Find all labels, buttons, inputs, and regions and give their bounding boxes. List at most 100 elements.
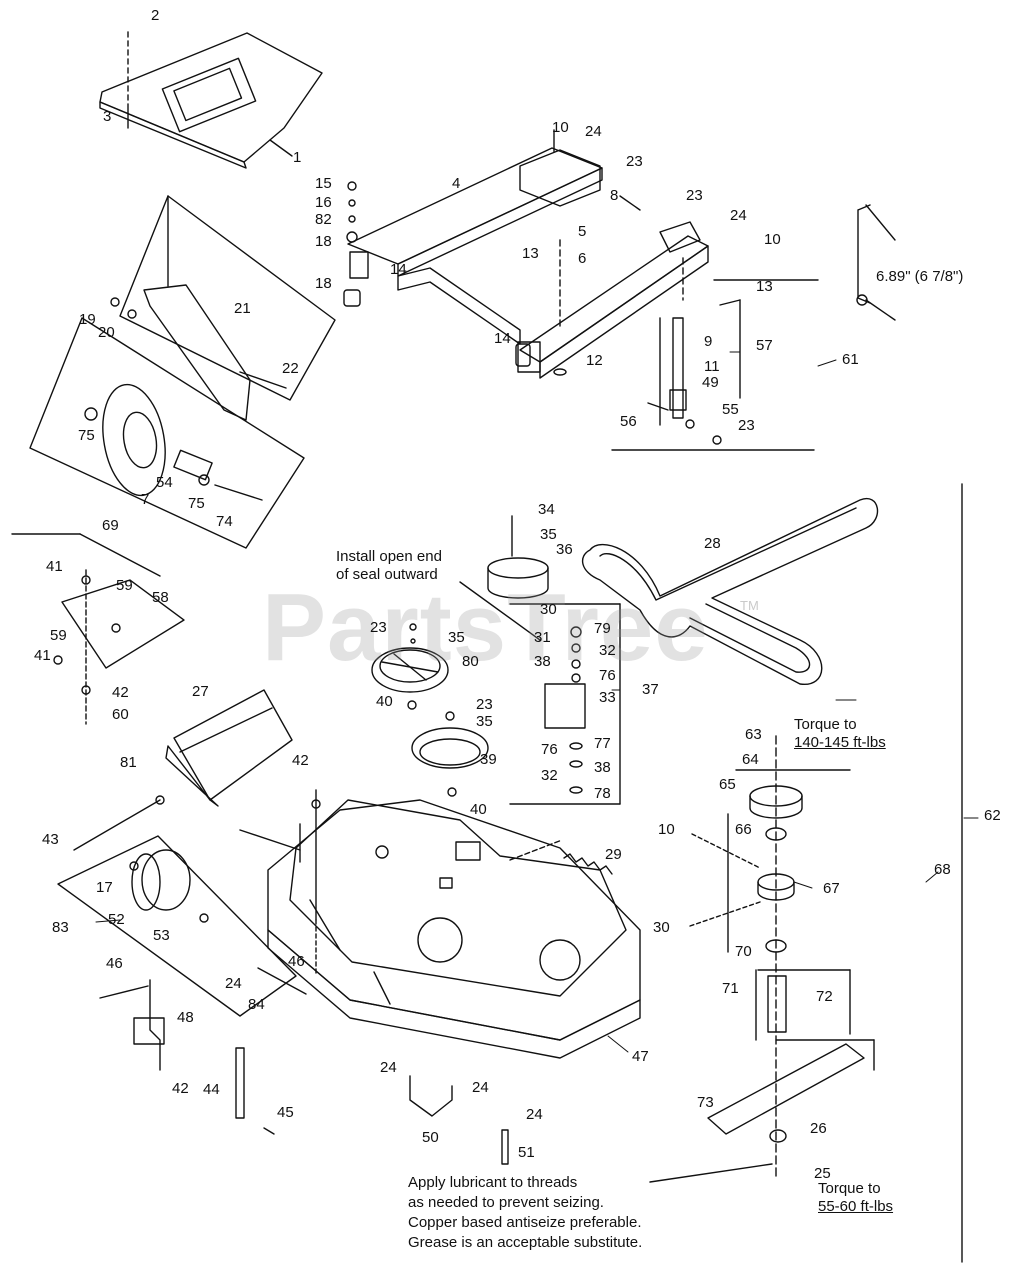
callout-label: 62 — [984, 807, 1001, 824]
callout-label: 15 — [315, 175, 332, 192]
callout-label: 24 — [585, 123, 602, 140]
gauge-dimension-part — [856, 204, 896, 321]
callout-label: 21 — [234, 300, 251, 317]
callout-label: 3 — [103, 108, 112, 125]
callout-label: 56 — [620, 413, 637, 430]
callout-label: 26 — [810, 1120, 827, 1137]
callout-label: 75 — [188, 495, 205, 512]
callout-label: 52 — [108, 911, 125, 928]
callout-label: 71 — [722, 980, 739, 997]
callout-label: 25 — [814, 1165, 831, 1182]
callout-label: 24 — [380, 1059, 397, 1076]
callout-label: 34 — [538, 501, 555, 518]
callout-label: 35 — [476, 713, 493, 730]
callout-label: 69 — [102, 517, 119, 534]
callout-label: 42 — [292, 752, 309, 769]
pivot-hardware — [343, 181, 567, 376]
callout-label: 48 — [177, 1009, 194, 1026]
callout-label: 73 — [697, 1094, 714, 1111]
callout-label: 53 — [153, 927, 170, 944]
callout-label: 68 — [934, 861, 951, 878]
callout-label: 57 — [756, 337, 773, 354]
callout-label: 35 — [448, 629, 465, 646]
gauge-wheel-assembly — [57, 795, 297, 1017]
leader-lines — [95, 351, 979, 1053]
callout-label: 30 — [653, 919, 670, 936]
callout-label: 84 — [248, 996, 265, 1013]
callout-label: 23 — [476, 696, 493, 713]
callout-label: 40 — [376, 693, 393, 710]
callout-label: 46 — [288, 953, 305, 970]
callout-label: 1 — [293, 149, 302, 166]
callout-label: 32 — [599, 642, 616, 659]
callout-label: 60 — [112, 706, 129, 723]
torque-note-line: Torque to — [818, 1180, 881, 1197]
callout-label: 24 — [526, 1106, 543, 1123]
callout-label: 36 — [556, 541, 573, 558]
callout-label: 35 — [540, 526, 557, 543]
callout-label: 19 — [79, 311, 96, 328]
misc-brackets — [99, 789, 509, 1165]
watermark-trademark: TM — [740, 598, 759, 613]
callout-label: 4 — [452, 175, 461, 192]
callout-label: 27 — [192, 683, 209, 700]
callout-label: 50 — [422, 1129, 439, 1146]
callout-label: 44 — [203, 1081, 220, 1098]
callout-label: 18 — [315, 275, 332, 292]
callout-label: 11 — [704, 358, 720, 375]
bracket-plate-part — [11, 533, 185, 725]
callout-label: 24 — [472, 1079, 489, 1096]
callout-label: 43 — [42, 831, 59, 848]
torque-note-line: Torque to — [794, 716, 857, 733]
callout-label: 37 — [642, 681, 659, 698]
callout-label: 72 — [816, 988, 833, 1005]
seal-note-line: of seal outward — [336, 566, 438, 583]
callout-label: 42 — [112, 684, 129, 701]
callout-label: 12 — [586, 352, 603, 369]
callout-label: 82 — [315, 211, 332, 228]
callout-label: 80 — [462, 653, 479, 670]
callout-label: 29 — [605, 846, 622, 863]
callout-label: 75 — [78, 427, 95, 444]
callout-label: 78 — [594, 785, 611, 802]
lubricant-note-line: Grease is an acceptable substitute. — [408, 1234, 643, 1251]
callout-label: 46 — [106, 955, 123, 972]
callout-label: 63 — [745, 726, 762, 743]
seal-note-line: Install open end — [336, 548, 442, 565]
callout-label: 6 — [578, 250, 587, 267]
callout-label: 13 — [756, 278, 773, 295]
idler-pulley-assembly — [459, 515, 621, 805]
callout-label: 59 — [50, 627, 67, 644]
callout-label: 30 — [540, 601, 557, 618]
callout-label: 64 — [742, 751, 759, 768]
callout-label: 51 — [518, 1144, 535, 1161]
lubricant-note-line: Apply lubricant to threads — [408, 1174, 578, 1191]
callout-label: 14 — [494, 330, 511, 347]
mower-deck-part — [239, 799, 641, 1059]
callout-label: 77 — [594, 735, 611, 752]
pulleys — [371, 623, 489, 797]
callout-label: 65 — [719, 776, 736, 793]
callout-label: 13 — [522, 245, 539, 262]
lubricant-note-line: as needed to prevent seizing. — [408, 1194, 604, 1211]
callout-label: 5 — [578, 223, 587, 240]
torque-note-line: 140-145 ft-lbs — [794, 734, 886, 751]
drive-belt-part — [581, 497, 879, 685]
callout-label: 38 — [534, 653, 551, 670]
callout-label: 2 — [151, 7, 160, 24]
callout-label: 40 — [470, 801, 487, 818]
callout-label: 23 — [738, 417, 755, 434]
callout-label: 41 — [46, 558, 63, 575]
callout-label: 67 — [823, 880, 840, 897]
callout-label: 22 — [282, 360, 299, 377]
callout-label: 17 — [96, 879, 113, 896]
partstree-watermark: PartsTree — [262, 574, 709, 681]
callout-label: 24 — [225, 975, 242, 992]
callout-label: 28 — [704, 535, 721, 552]
callout-label: 16 — [315, 194, 332, 211]
callout-label: 58 — [152, 589, 169, 606]
deck-lift-frame-part — [347, 129, 709, 379]
callout-label: 81 — [120, 754, 137, 771]
callout-label: 10 — [552, 119, 569, 136]
